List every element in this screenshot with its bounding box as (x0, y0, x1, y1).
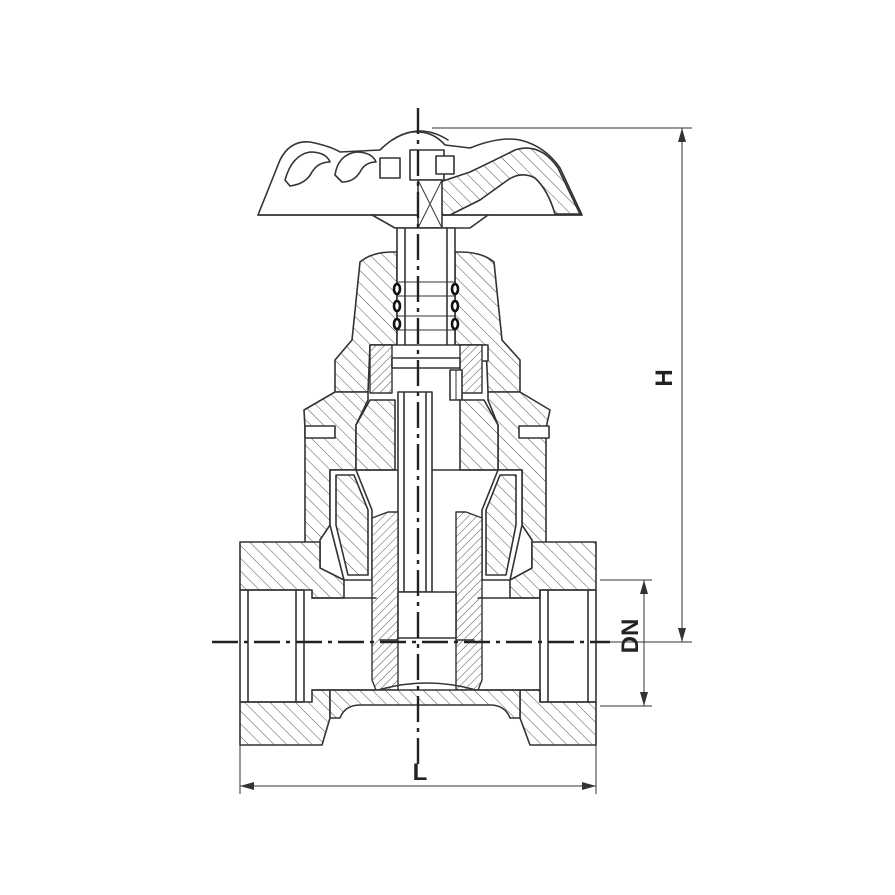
bonnet (334, 227, 521, 401)
handwheel-nut-right (435, 155, 455, 175)
port-wall-bottom-left (239, 689, 331, 746)
o-ring (392, 282, 402, 296)
label-dn: DN (617, 619, 644, 654)
dimension-dn: DN (600, 579, 652, 707)
wedge-chamber-right (459, 399, 499, 471)
valve-body-lower (239, 541, 597, 746)
o-ring (392, 299, 402, 313)
handwheel (257, 130, 583, 229)
dimension-h: H (432, 127, 692, 643)
gate-wedge-right (455, 511, 483, 691)
packing-right (459, 344, 483, 394)
body-bottom (329, 689, 521, 719)
handwheel-spoke-slot-mid (334, 151, 377, 183)
o-ring (450, 282, 460, 296)
handwheel-spoke-slot-left (284, 151, 331, 187)
port-wall-bottom-right (519, 689, 597, 746)
packing-left (369, 344, 393, 394)
label-h: H (651, 369, 678, 386)
gate-wedge (371, 511, 483, 691)
o-ring (392, 317, 402, 331)
gate-wedge-left (371, 511, 399, 691)
o-ring (450, 299, 460, 313)
dimension-l: L (239, 745, 597, 794)
o-ring (450, 317, 460, 331)
handwheel-spoke-section (439, 147, 581, 216)
label-l: L (413, 759, 428, 786)
valve-body-upper (303, 391, 551, 581)
handwheel-nut-left (379, 157, 401, 179)
valve-stem (397, 391, 433, 593)
wedge-chamber-left (355, 399, 396, 471)
